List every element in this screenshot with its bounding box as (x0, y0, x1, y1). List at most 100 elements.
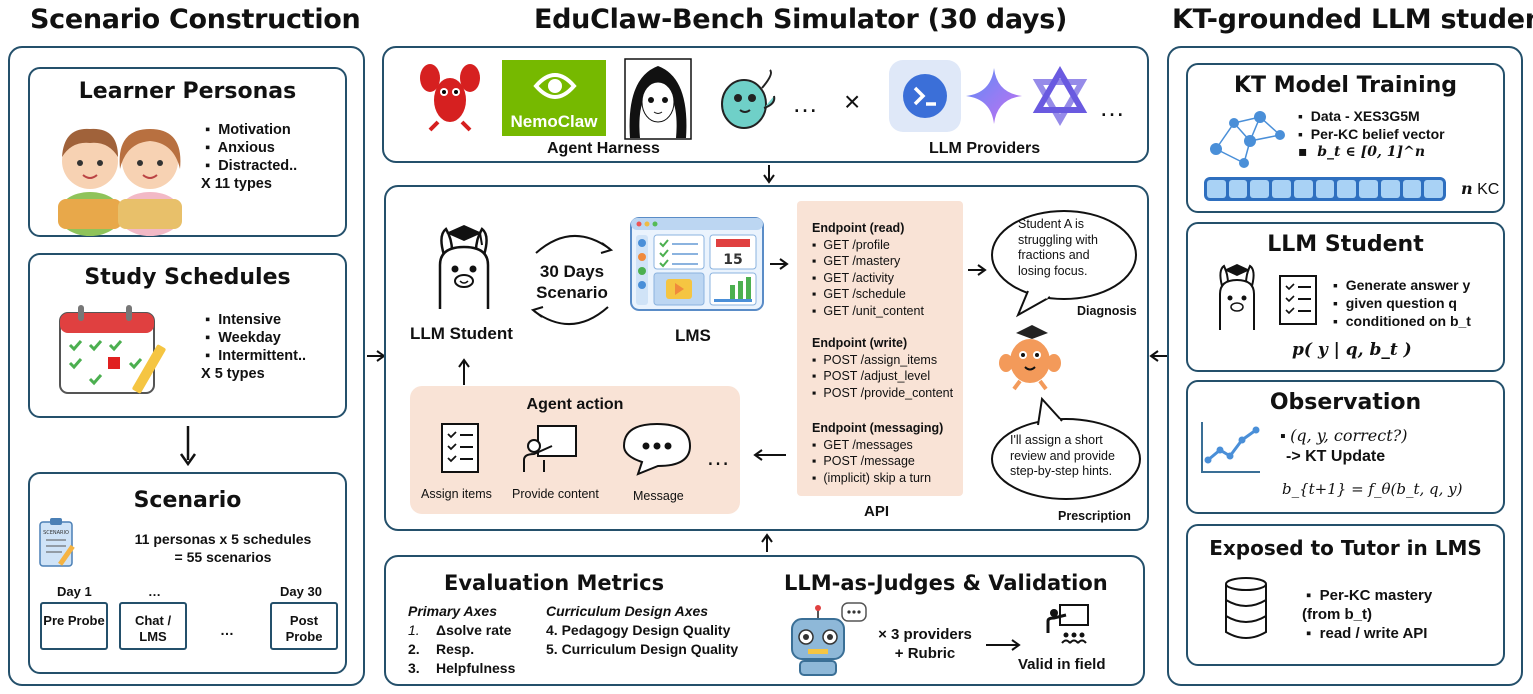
kc-label: n KC (1461, 179, 1500, 198)
calendar-icon (59, 305, 166, 394)
anime-girl-icon (624, 58, 692, 140)
day-label: Day 30 (280, 584, 322, 599)
prescription-label: Prescription (1058, 509, 1131, 523)
persona-item: ▪ Distracted.. (205, 158, 298, 174)
shrimp-tutor-icon (999, 325, 1061, 391)
pre-probe-box: Pre Probe (40, 602, 108, 650)
speech-bubble-prescription (991, 396, 1141, 500)
llm-student-item: ▪ conditioned on b_t (1333, 313, 1471, 329)
observation-item: ▪ (q, y, correct?) (1280, 426, 1408, 445)
primary-axes-title: Primary Axes (408, 603, 497, 619)
judges-providers: × 3 providers (878, 626, 972, 643)
harness-ellipsis: … (792, 88, 818, 118)
cycle-arrows-icon (530, 235, 614, 325)
curriculum-axes-list: 4. Pedagogy Design Quality 5. Curriculum… (546, 622, 739, 657)
agent-action-block: Agent action Assign items Provide conten… (410, 386, 740, 514)
lms-screen-icon: 15 (630, 217, 764, 311)
llama-student-icon (438, 225, 490, 309)
shrimp-mascot-icon (721, 69, 776, 129)
up-arrow-icon (761, 533, 773, 552)
agent-harness-label: Agent Harness (547, 140, 660, 157)
header-scenario-construction: Scenario Construction (30, 4, 361, 35)
llm-student-title: LLM Student (1267, 232, 1424, 257)
learner-personas-title: Learner Personas (78, 79, 297, 104)
up-arrow-icon (458, 358, 470, 385)
observation-box: Observation ▪ (q, y, correct?) -> KT Upd… (1186, 380, 1505, 514)
persona-count: X 11 types (201, 176, 272, 192)
exposed-item: ▪ read / write API (1306, 625, 1428, 642)
scenario-line1: 11 personas x 5 schedules (134, 531, 312, 547)
provide-content-icon (523, 425, 577, 472)
times-symbol: × (844, 86, 861, 117)
endpoints-read: Endpoint (read) ▪ GET /profile ▪ GET /ma… (812, 221, 924, 318)
database-icon (1225, 577, 1267, 639)
observation-title: Observation (1269, 390, 1422, 415)
schedule-item: ▪ Intermittent.. (205, 348, 307, 364)
exposed-item-sub: (from b_t) (1302, 606, 1372, 623)
valid-in-field-label: Valid in field (1018, 656, 1106, 673)
children-illustration-icon (58, 128, 182, 236)
robot-judge-icon (791, 602, 867, 676)
lms-label: LMS (675, 326, 711, 345)
calendar-day: 15 (723, 252, 742, 268)
days-line1: 30 Days (539, 262, 605, 281)
curriculum-axes-title: Curriculum Design Axes (546, 603, 709, 619)
kt-update-label: -> KT Update (1286, 448, 1386, 465)
day-label: … (148, 584, 161, 599)
provider-logo (889, 60, 961, 132)
agent-harness-panel: NemoClaw … × … Agent Harness LLM Provide… (382, 46, 1149, 163)
nemoclaw-logo: NemoClaw (502, 60, 606, 136)
kt-training-item: ▪ Data - XES3G5M (1298, 108, 1420, 124)
trend-chart-icon (1201, 422, 1260, 473)
right-arrow-icon (770, 258, 789, 270)
learner-personas-box: Learner Personas ▪ Motivation ▪ Anxious … (28, 67, 347, 237)
observation-formula: b_{t+1} = f_θ(b_t, q, y) (1282, 480, 1463, 498)
message-bubble-icon (622, 422, 692, 476)
action-ellipsis: … (706, 444, 730, 471)
primary-axes-list: 1.Δsolve rate 2.Resp. 3.Helpfulness (408, 622, 516, 676)
nvidia-eye-icon (533, 73, 577, 99)
header-simulator: EduClaw-Bench Simulator (30 days) (534, 4, 1068, 35)
knowledge-graph-icon (1210, 111, 1285, 168)
diagnosis-text: Student A is struggling with fractions a… (1018, 217, 1098, 278)
assign-items-icon (441, 423, 479, 473)
right-arrow-icon (968, 264, 987, 276)
kt-training-item: ▪ b_t ∈ [0, 1]^n (1298, 144, 1426, 160)
endpoints-block (797, 201, 963, 496)
provider-ellipsis: … (1099, 92, 1125, 122)
classroom-teacher-icon (1046, 604, 1089, 644)
schedule-item: ▪ Weekday (205, 330, 281, 346)
scenario-doc-label: SCENARIO (43, 530, 69, 536)
post-probe-box: Post Probe (270, 602, 338, 650)
kt-training-box: KT Model Training ▪ Data - XES3G5M ▪ Per… (1186, 63, 1505, 213)
evaluation-panel: Evaluation Metrics Primary Axes 1.Δsolve… (384, 555, 1145, 686)
days-line2: Scenario (536, 283, 608, 302)
study-schedules-box: Study Schedules ▪ Intensive ▪ Weekday ▪ … (28, 253, 347, 418)
sparkle-provider-icon (966, 68, 1022, 124)
day-label: Day 1 (57, 584, 92, 599)
chat-lms-box: Chat / LMS (119, 602, 187, 650)
exposed-title: Exposed to Tutor in LMS (1209, 536, 1482, 560)
checklist-icon (1279, 275, 1317, 325)
llm-providers-label: LLM Providers (929, 140, 1041, 157)
simulator-panel: LLM Student 30 Days Scenario 15 LMS (384, 185, 1149, 531)
diagnosis-label: Diagnosis (1077, 304, 1137, 318)
llm-student-item: ▪ Generate answer y (1333, 277, 1471, 293)
hexagram-provider-icon (1032, 66, 1088, 126)
evaluation-title: Evaluation Metrics (444, 571, 665, 595)
llm-student-formula: p( y | q, b_t ) (1292, 340, 1412, 360)
judges-title: LLM-as-Judges & Validation (784, 571, 1108, 595)
judges-rubric: + Rubric (894, 645, 956, 662)
schedule-item: ▪ Intensive (205, 312, 282, 328)
endpoints-messaging: Endpoint (messaging) ▪ GET /messages ▪ P… (812, 421, 944, 485)
kt-training-item: ▪ Per-KC belief vector (1298, 126, 1445, 142)
scenario-document-icon: SCENARIO (39, 518, 75, 567)
llm-student-label: LLM Student (410, 324, 513, 343)
agent-action-title: Agent action (526, 396, 624, 413)
down-arrow-icon (763, 165, 775, 184)
persona-item: ▪ Motivation (205, 122, 291, 138)
provide-content-label: Provide content (512, 487, 599, 501)
scenario-line2: = 55 scenarios (174, 549, 272, 565)
scenario-box: Scenario SCENARIO 11 personas x 5 schedu… (28, 472, 347, 674)
down-arrow-icon (179, 426, 197, 467)
